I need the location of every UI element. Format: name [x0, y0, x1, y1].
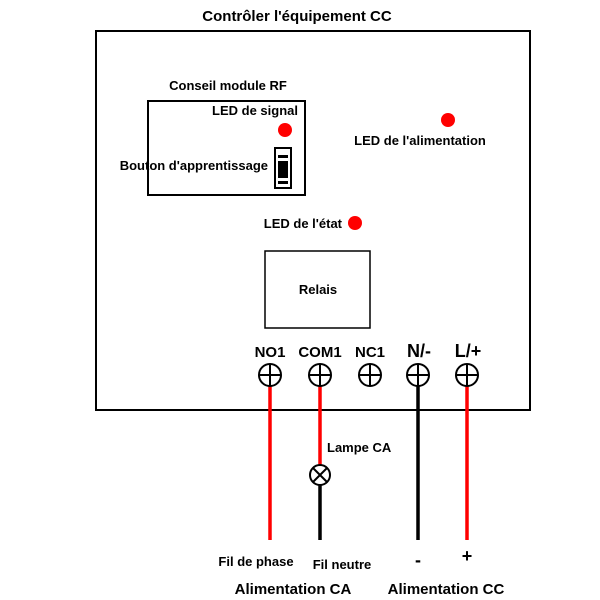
rf-module-label: Conseil module RF — [169, 78, 287, 93]
learn-button-label: Bouton d'apprentissage — [120, 158, 268, 173]
minus-label: - — [415, 550, 421, 570]
power-led-label: LED de l'alimentation — [354, 133, 486, 148]
terminal-screw-icon — [406, 363, 430, 387]
terminal-screw-icon — [308, 363, 332, 387]
terminal-screw-icon — [358, 363, 382, 387]
learn-button-icon — [274, 147, 292, 189]
terminal-screw-icon — [258, 363, 282, 387]
plus-label: + — [462, 546, 473, 566]
terminal-label-n: N/- — [407, 341, 431, 361]
state-led-icon — [348, 216, 362, 230]
dc-supply-label: Alimentation CC — [388, 581, 505, 598]
lamp-label: Lampe CA — [327, 440, 392, 455]
neutral-wire-label: Fil neutre — [313, 557, 372, 572]
lamp-icon — [309, 464, 331, 486]
power-led-icon — [441, 113, 455, 127]
controller-box — [95, 30, 531, 411]
signal-led-label: LED de signal — [212, 103, 298, 118]
signal-led-icon — [278, 123, 292, 137]
state-led-label: LED de l'état — [264, 216, 343, 231]
relay-label: Relais — [299, 282, 337, 297]
terminal-screw-icon — [455, 363, 479, 387]
relay-box — [264, 250, 371, 329]
terminal-label-l: L/+ — [455, 341, 482, 361]
rf-module-box — [147, 100, 306, 196]
terminal-label-nc1: NC1 — [355, 344, 385, 361]
terminal-label-com1: COM1 — [298, 344, 341, 361]
phase-wire-label: Fil de phase — [218, 554, 293, 569]
ac-supply-label: Alimentation CA — [235, 581, 352, 598]
terminal-label-no1: NO1 — [255, 344, 286, 361]
diagram-title: Contrôler l'équipement CC — [202, 8, 392, 25]
